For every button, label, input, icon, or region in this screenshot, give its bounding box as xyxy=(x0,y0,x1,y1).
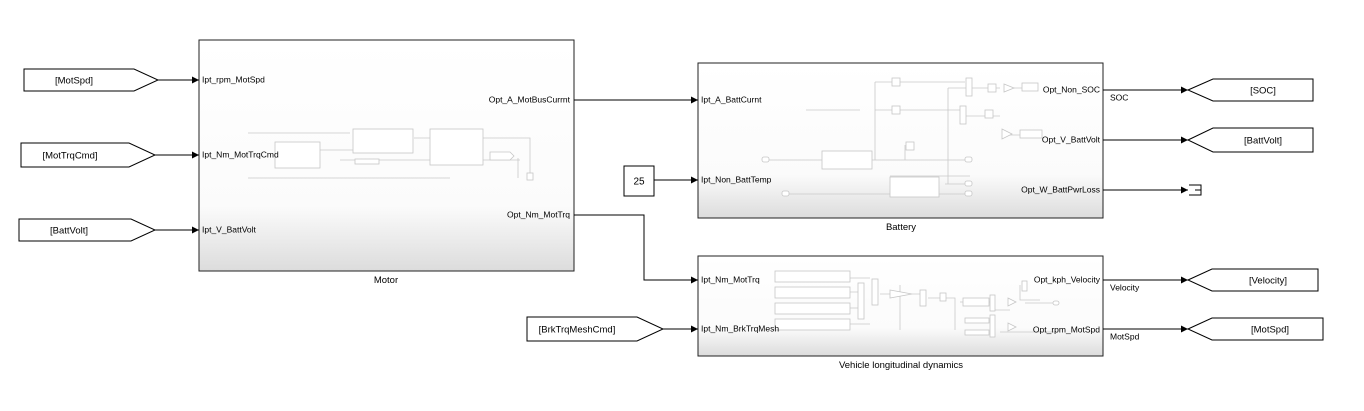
from-tag-brktrqmeshcmd[interactable]: [BrkTrqMeshCmd] xyxy=(526,316,665,342)
from-tag-motspd-label: [MotSpd] xyxy=(55,76,93,87)
battery-outport-1: Opt_Non_SOC xyxy=(1043,85,1100,95)
vehicle-subsystem[interactable]: Ipt_Nm_MotTrq Ipt_Nm_BrkTrqMesh Opt_kph_… xyxy=(697,255,1104,357)
vehicle-inport-2: Ipt_Nm_BrkTrqMesh xyxy=(701,324,779,334)
goto-tag-velocity-label: [Velocity] xyxy=(1249,276,1287,287)
motor-outport-1: Opt_A_MotBusCurrnt xyxy=(489,95,571,105)
terminator-block[interactable] xyxy=(1189,184,1202,196)
goto-tag-motspd[interactable]: [MotSpd] xyxy=(1186,317,1324,341)
from-tag-brktrqmeshcmd-label: [BrkTrqMeshCmd] xyxy=(539,325,616,336)
vehicle-outport-2: Opt_rpm_MotSpd xyxy=(1033,325,1100,335)
vehicle-internal-preview xyxy=(774,270,1060,338)
motor-inport-2: Ipt_Nm_MotTrqCmd xyxy=(202,150,279,160)
from-tag-battvolt[interactable]: [BattVolt] xyxy=(18,218,157,242)
constant-value: 25 xyxy=(633,177,645,188)
goto-tag-battvolt-label: [BattVolt] xyxy=(1244,136,1282,147)
from-tag-mottrqcmd-label: [MotTrqCmd] xyxy=(42,151,97,162)
motor-subsystem[interactable]: Ipt_rpm_MotSpd Ipt_Nm_MotTrqCmd Ipt_V_Ba… xyxy=(198,39,575,272)
goto-tag-soc-label: [SOC] xyxy=(1250,86,1276,97)
motor-inport-1: Ipt_rpm_MotSpd xyxy=(202,75,265,85)
signal-label-motspd: MotSpd xyxy=(1110,332,1140,342)
motor-block-title: Motor xyxy=(374,275,398,286)
battery-outport-2: Opt_V_BattVolt xyxy=(1042,135,1101,145)
battery-internal-preview xyxy=(761,77,1043,198)
vehicle-inport-1: Ipt_Nm_MotTrq xyxy=(701,275,760,285)
constant-block[interactable]: 25 xyxy=(623,165,655,197)
from-tag-mottrqcmd[interactable]: [MotTrqCmd] xyxy=(20,142,157,168)
motor-internal-preview xyxy=(248,128,534,181)
motor-outport-2: Opt_Nm_MotTrq xyxy=(507,210,570,220)
goto-tag-motspd-label: [MotSpd] xyxy=(1251,325,1289,336)
goto-tag-soc[interactable]: [SOC] xyxy=(1186,78,1314,102)
vehicle-block-title: Vehicle longitudinal dynamics xyxy=(839,360,963,371)
signal-label-velocity: Velocity xyxy=(1110,283,1140,293)
battery-inport-1: Ipt_A_BattCurnt xyxy=(701,95,762,105)
goto-tag-velocity[interactable]: [Velocity] xyxy=(1186,268,1319,292)
battery-inport-2: Ipt_Non_BattTemp xyxy=(701,175,772,185)
battery-subsystem[interactable]: Ipt_A_BattCurnt Ipt_Non_BattTemp Opt_Non… xyxy=(697,62,1104,219)
signal-label-soc: SOC xyxy=(1110,93,1128,103)
battery-outport-3: Opt_W_BattPwrLoss xyxy=(1021,185,1100,195)
goto-tag-battvolt[interactable]: [BattVolt] xyxy=(1186,127,1314,153)
battery-block-title: Battery xyxy=(886,222,916,233)
wire-motor-torque-to-vehicle[interactable] xyxy=(574,214,698,284)
vehicle-outport-1: Opt_kph_Velocity xyxy=(1034,275,1101,285)
motor-inport-3: Ipt_V_BattVolt xyxy=(202,225,257,235)
from-tag-motspd[interactable]: [MotSpd] xyxy=(23,68,160,92)
from-tag-battvolt-label: [BattVolt] xyxy=(50,226,88,237)
